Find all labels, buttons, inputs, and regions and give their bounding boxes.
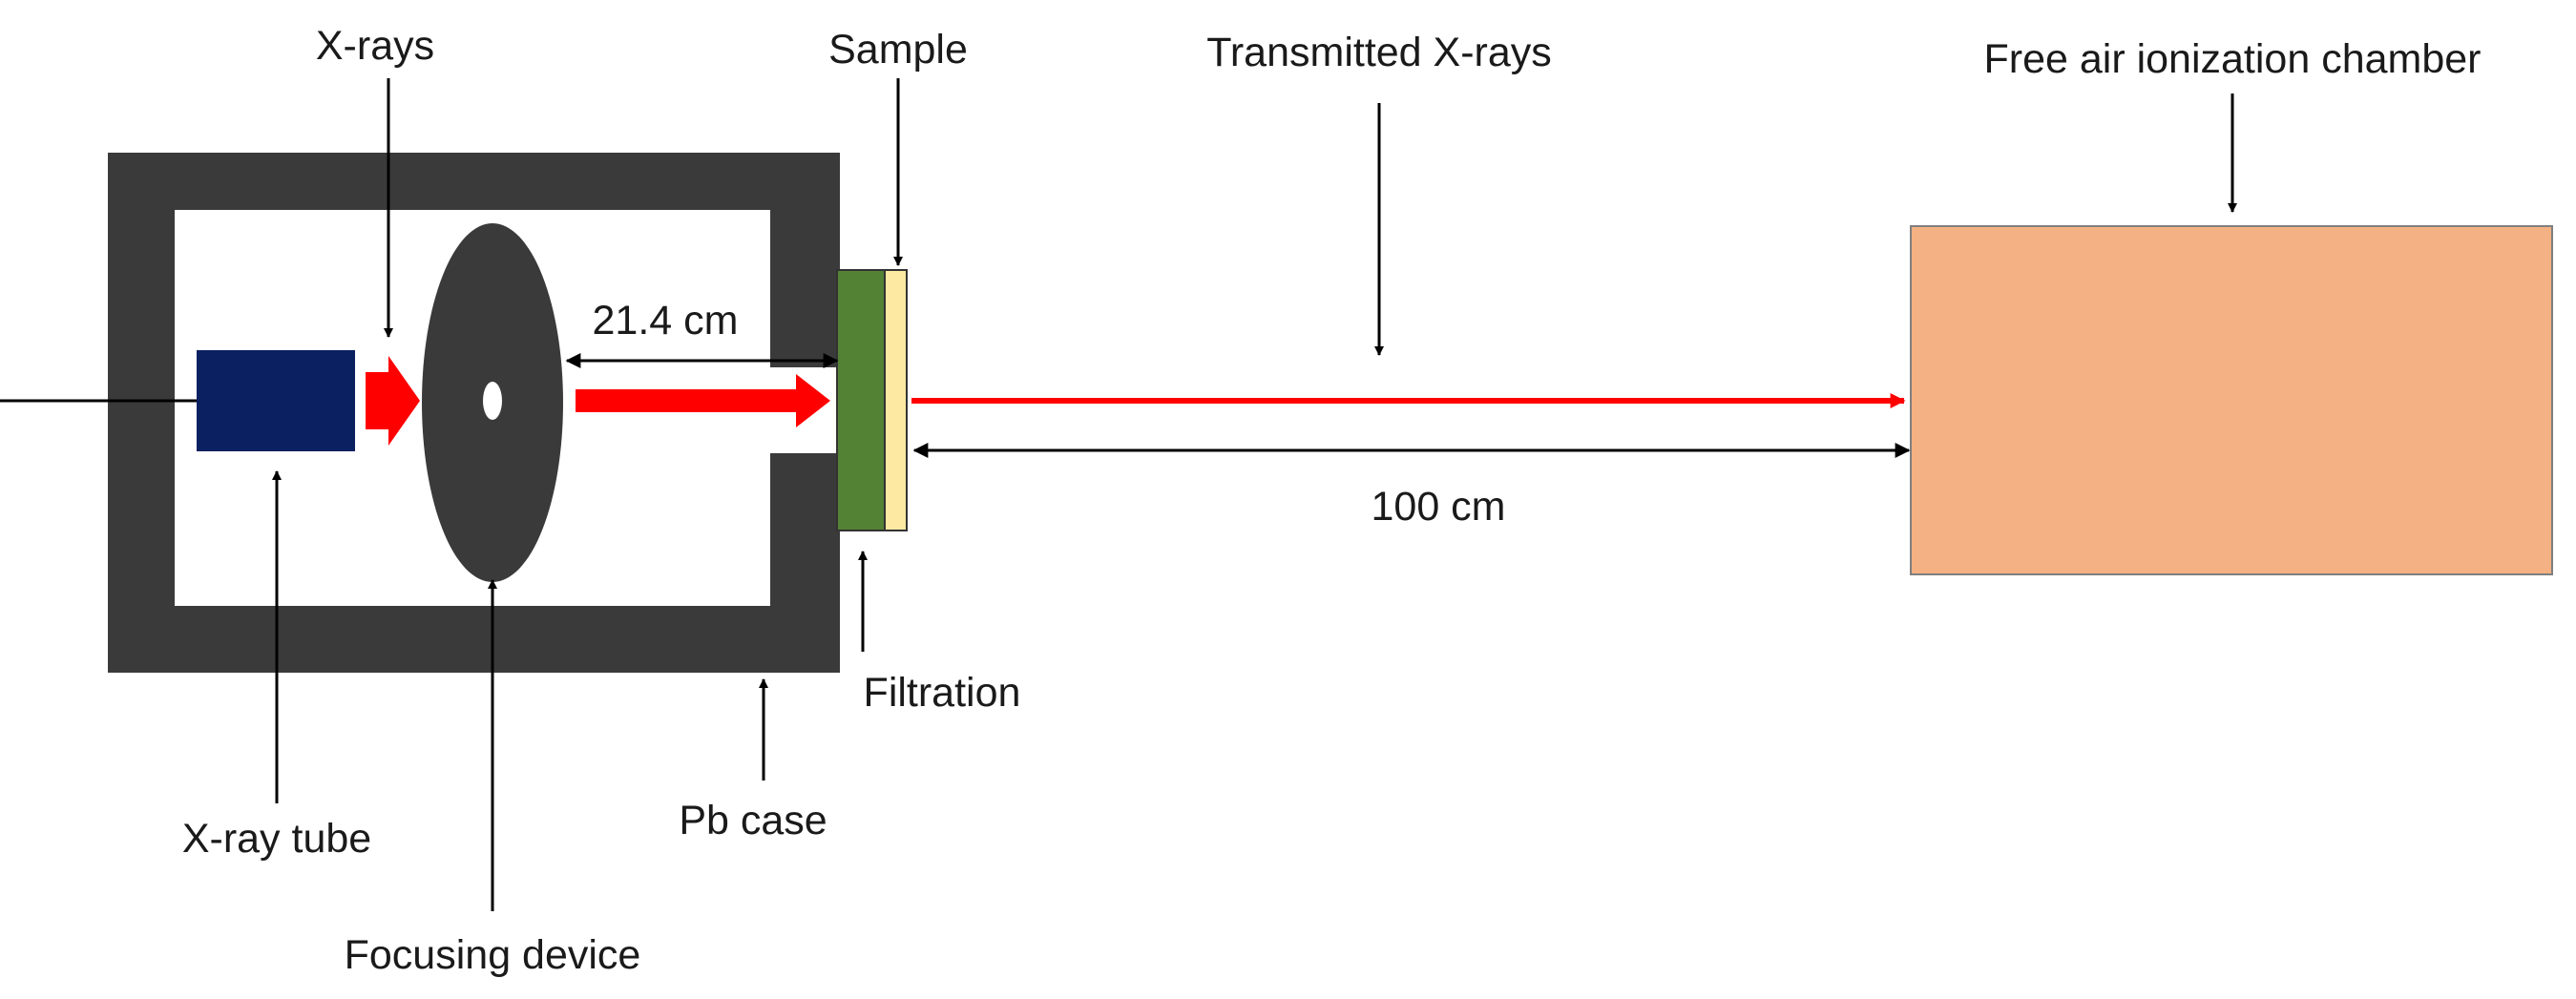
filtration-label: Filtration	[864, 670, 1021, 716]
focusing-device-label: Focusing device	[345, 932, 641, 978]
pb-case-label: Pb case	[679, 798, 827, 843]
sample-plate	[884, 269, 908, 531]
chamber-label: Free air ionization chamber	[1983, 36, 2481, 82]
xray-tube	[197, 350, 355, 451]
filtration-plate	[836, 269, 886, 531]
sample-label: Sample	[828, 27, 968, 73]
xrays-beam-arrow	[366, 356, 420, 446]
xray-tube-label: X-ray tube	[182, 816, 371, 862]
distance-inner-label: 21.4 cm	[593, 298, 739, 343]
ionization-chamber	[1910, 225, 2553, 575]
transmitted-label: Transmitted X-rays	[1206, 30, 1552, 75]
pb-case	[108, 153, 840, 673]
focusing-aperture	[483, 382, 502, 420]
distance-outer-label: 100 cm	[1371, 484, 1505, 530]
xrays-label: X-rays	[316, 23, 434, 69]
focused-beam-arrow	[576, 374, 830, 427]
